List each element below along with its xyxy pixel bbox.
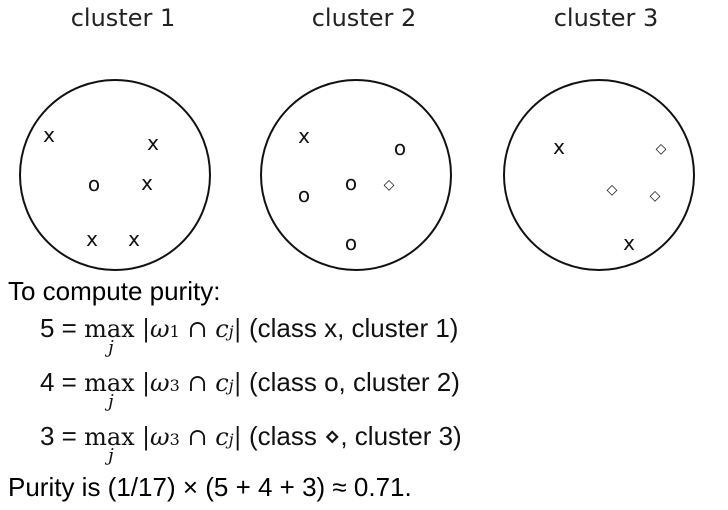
mark-o: o (394, 136, 406, 160)
cluster-1-circle (19, 79, 211, 271)
cluster-3-label: cluster 3 (553, 4, 659, 32)
eq1-max-sub: j (108, 337, 114, 358)
mark-o: o (345, 231, 357, 255)
eq3-expr: |ω3 ∩ cj| (141, 423, 242, 451)
clusters-diagram: x x o x x x x o o o ◇ o x ◇ ◇ ◇ x (19, 79, 695, 271)
purity-result: Purity is (1/17) × (5 + 4 + 3) ≈ 0.71. (8, 472, 412, 502)
eq2-lhs: 4 = (40, 367, 77, 397)
mark-o: o (88, 172, 100, 196)
eq1-lhs: 5 = (40, 313, 77, 343)
eq2-max-sub: j (108, 391, 114, 412)
mark-diamond: ◇ (656, 141, 667, 157)
eq3-lhs: 3 = (40, 421, 77, 451)
cluster-3-circle (503, 79, 695, 271)
eq1-rhs: (class x, cluster 1) (248, 313, 459, 343)
mark-o: o (345, 171, 357, 195)
intro-text: To compute purity: (8, 276, 221, 306)
mark-x: x (623, 231, 635, 255)
eq3-max-sub: j (108, 445, 114, 466)
eq1-expr: |ω1 ∩ cj| (141, 315, 242, 343)
mark-x: x (553, 135, 565, 159)
mark-x: x (298, 124, 310, 148)
mark-x: x (141, 171, 153, 195)
cluster-2-circle (260, 79, 452, 271)
mark-x: x (43, 123, 55, 147)
mark-x: x (86, 227, 98, 251)
mark-diamond: ◇ (650, 188, 661, 204)
eq3-rhs: (class ⋄, cluster 3) (248, 421, 462, 451)
eq2-expr: |ω3 ∩ cj| (141, 369, 242, 397)
eq2-rhs: (class o, cluster 2) (248, 367, 460, 397)
mark-diamond: ◇ (607, 182, 618, 198)
mark-o: o (298, 183, 310, 207)
cluster-2-label: cluster 2 (311, 4, 417, 32)
cluster-1-label: cluster 1 (70, 4, 176, 32)
mark-x: x (128, 227, 140, 251)
mark-diamond: ◇ (384, 177, 395, 193)
mark-x: x (147, 131, 159, 155)
